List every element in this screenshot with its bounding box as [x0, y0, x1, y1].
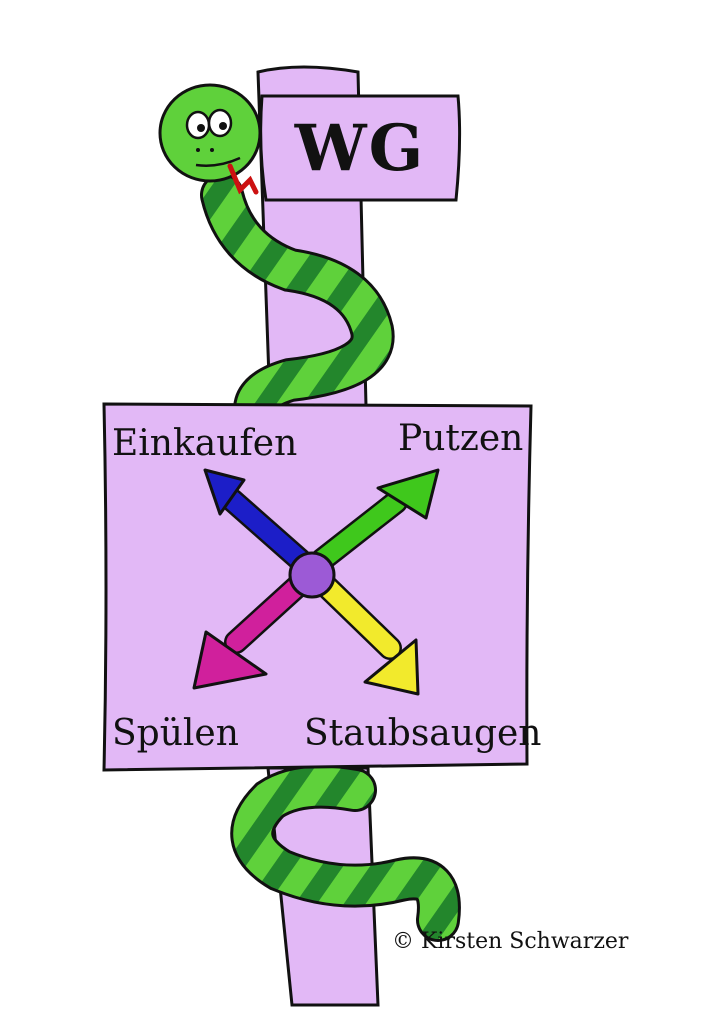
eye-right [207, 108, 233, 138]
eye-left [185, 110, 211, 140]
snake-body [200, 173, 461, 942]
arrow-putzen [310, 468, 440, 572]
arrow-einkaufen [203, 468, 312, 572]
arrow-staubsaugen [312, 572, 420, 696]
snake-head [158, 83, 262, 195]
direction-board: Einkaufen Putzen Spülen Staubsaugen [102, 402, 541, 772]
label-putzen: Putzen [398, 418, 523, 459]
sign-title: WG [294, 111, 426, 186]
copyright-credit: © Kirsten Schwarzer [392, 929, 629, 954]
snake-tongue [227, 163, 259, 195]
arrow-spuelen [192, 570, 314, 690]
label-spuelen: Spülen [112, 713, 239, 754]
wg-sign: WG [259, 94, 462, 202]
arrow-hub [288, 551, 336, 599]
label-staubsaugen: Staubsaugen [304, 713, 541, 754]
label-einkaufen: Einkaufen [112, 423, 297, 464]
